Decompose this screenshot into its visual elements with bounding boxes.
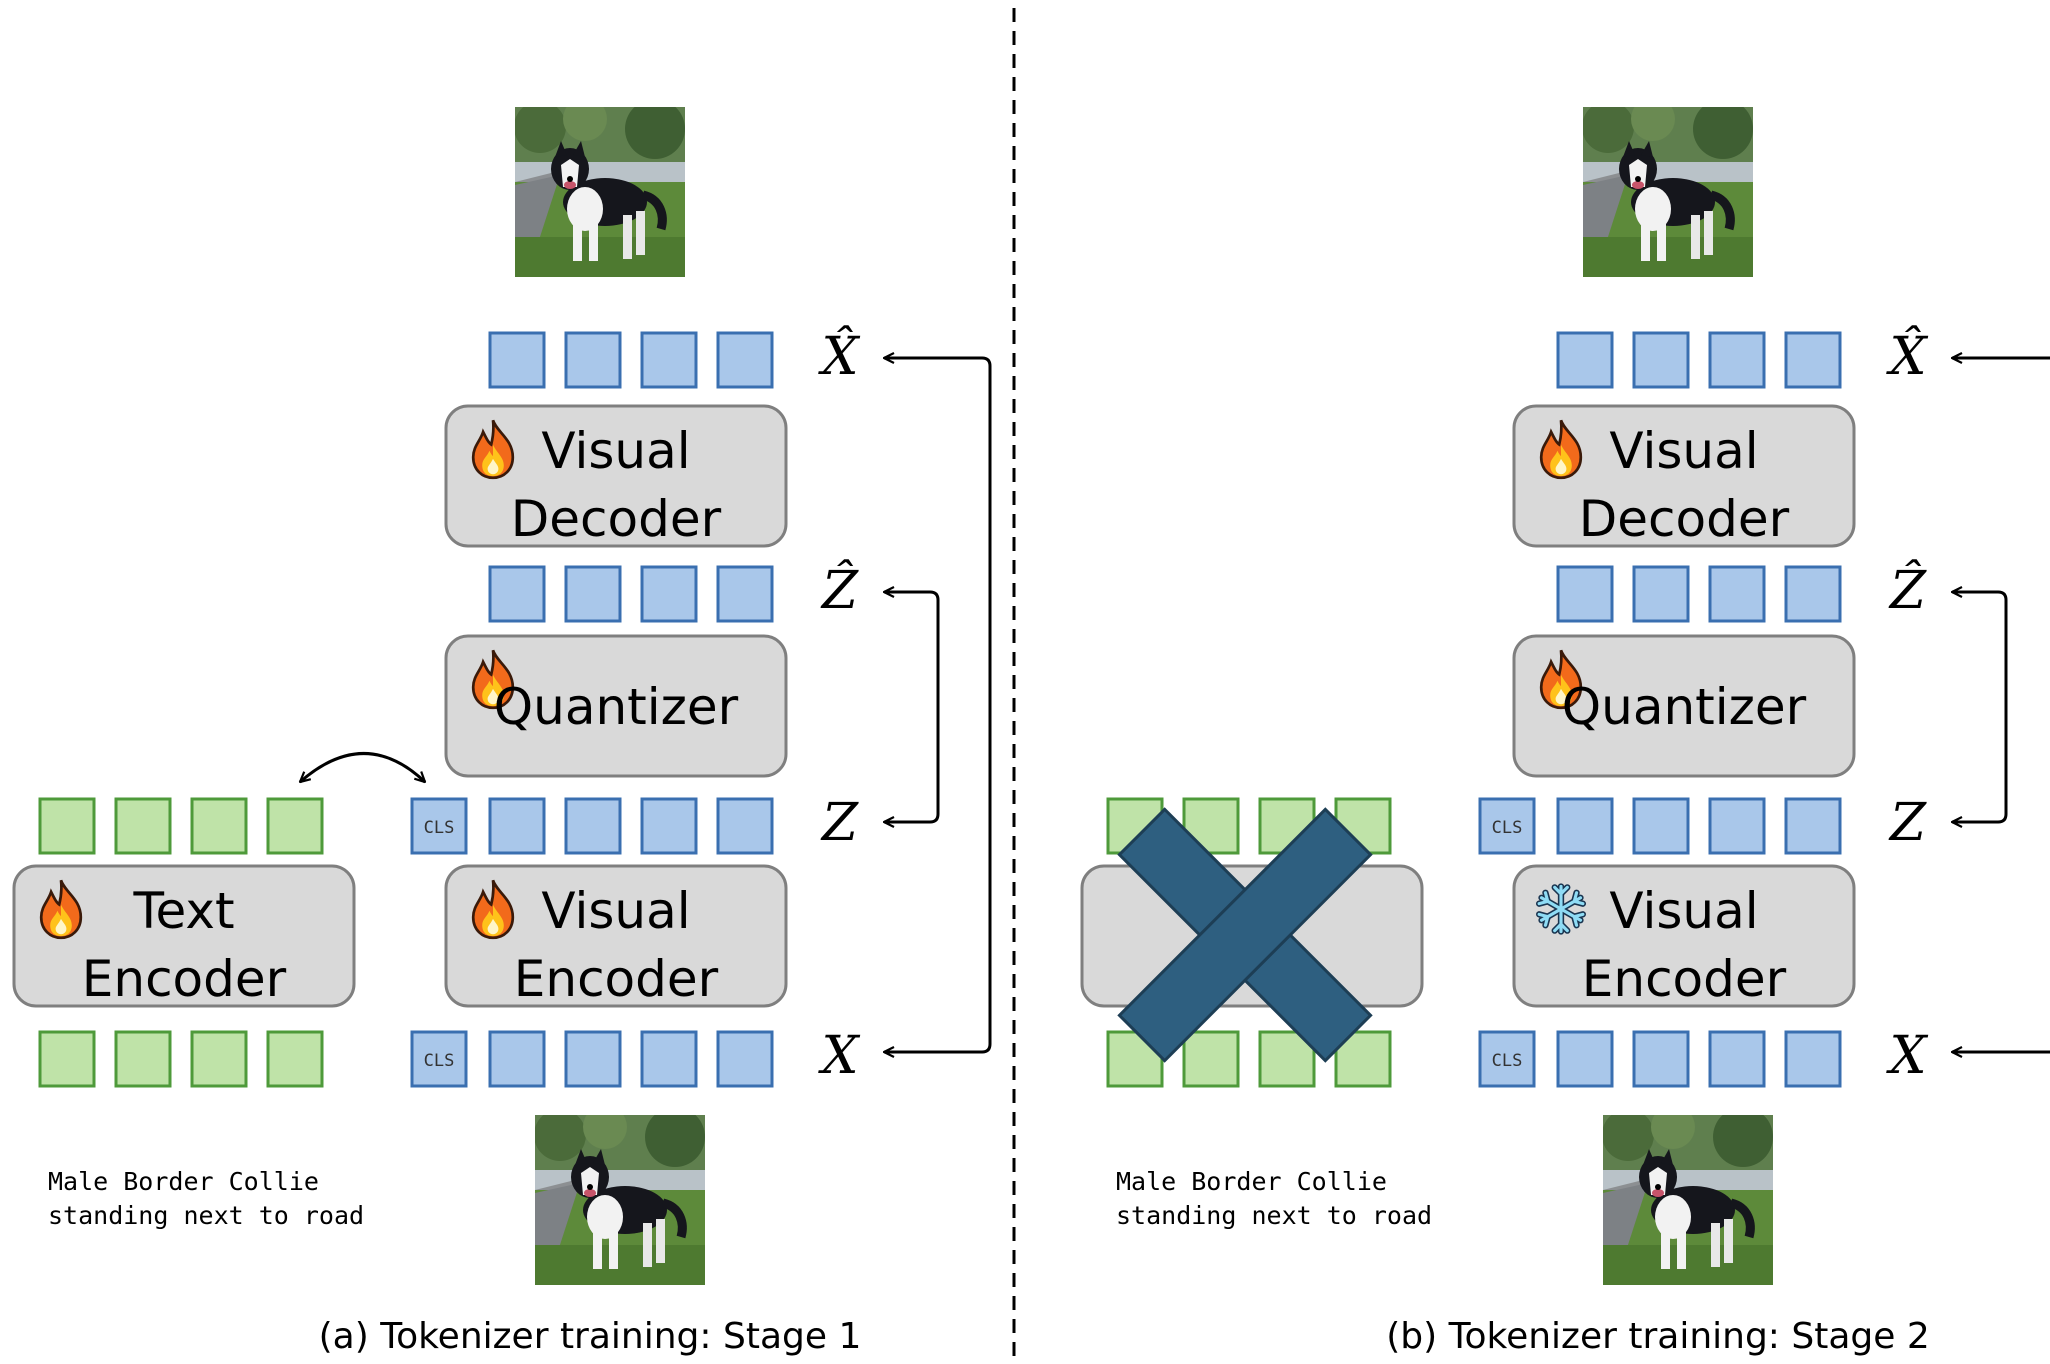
visual-token <box>564 565 622 623</box>
visual-token <box>1556 797 1614 855</box>
visual-decoder-block-label-line2: Decoder <box>511 490 722 548</box>
cross-bar-2 <box>1117 807 1373 1063</box>
visual-token <box>716 1030 774 1088</box>
visual-token <box>488 1030 546 1088</box>
visual-encoder-block <box>1512 864 1856 1008</box>
text-token <box>114 1030 172 1088</box>
quantization-arrow-z <box>884 592 940 824</box>
cross-mark-icon <box>1117 807 1373 1063</box>
visual-token <box>564 331 622 389</box>
text-token <box>266 1030 324 1088</box>
visual-decoder-block <box>444 404 788 548</box>
visual-token <box>488 797 546 855</box>
text-token <box>114 797 172 855</box>
label-z-hat: Ẑ <box>1888 559 1927 621</box>
label-x-hat: X̂ <box>1885 326 1928 387</box>
visual-token <box>640 565 698 623</box>
visual-decoder-block-label-line2: Decoder <box>1579 490 1790 548</box>
quantization-arrow-z <box>1952 592 2008 824</box>
visual-token <box>1708 797 1766 855</box>
panel-caption: (a) Tokenizer training: Stage 1 <box>319 1316 862 1357</box>
visual-token <box>1708 331 1766 389</box>
visual-token <box>1708 565 1766 623</box>
label-x: X <box>1885 1026 1928 1086</box>
quantizer-block <box>444 634 788 778</box>
panel-caption: (b) Tokenizer training: Stage 2 <box>1386 1316 1930 1357</box>
visual-token <box>1784 797 1842 855</box>
visual-token <box>488 565 546 623</box>
label-x-hat: X̂ <box>817 326 860 387</box>
dog-photo <box>534 1105 705 1285</box>
visual-encoder-block-label-line2: Encoder <box>514 950 719 1008</box>
quantizer-block-label: Quantizer <box>494 678 739 736</box>
visual-token <box>488 331 546 389</box>
visual-token <box>1556 565 1614 623</box>
label-z-hat: Ẑ <box>820 559 859 621</box>
text-input-line2: standing next to road <box>48 1201 364 1230</box>
visual-encoder-block <box>444 864 788 1008</box>
text-input-line2: standing next to road <box>1116 1201 1432 1230</box>
visual-decoder-block-label-line1: Visual <box>1609 422 1758 480</box>
label-z: Z <box>820 793 859 853</box>
visual-token <box>1556 1030 1614 1088</box>
visual-token <box>1632 565 1690 623</box>
cls-token-label: CLS <box>424 1051 455 1071</box>
cls-token <box>410 1030 468 1088</box>
visual-decoder-block <box>1512 404 1856 548</box>
text-encoder-block-label-line1: Text <box>132 882 234 940</box>
text-token <box>38 1030 96 1088</box>
visual-token <box>1632 331 1690 389</box>
dog-photo <box>514 97 685 277</box>
visual-token <box>1784 331 1842 389</box>
visual-token <box>640 1030 698 1088</box>
visual-token <box>640 797 698 855</box>
text-token <box>38 797 96 855</box>
visual-token <box>564 1030 622 1088</box>
visual-token <box>1632 797 1690 855</box>
visual-token <box>640 331 698 389</box>
visual-token <box>1708 1030 1766 1088</box>
cls-token <box>410 797 468 855</box>
dog-photo <box>1582 97 1753 277</box>
visual-decoder-block-label-line1: Visual <box>541 422 690 480</box>
cls-token <box>1478 797 1536 855</box>
text-token <box>1182 1030 1240 1088</box>
visual-encoder-block-label-line2: Encoder <box>1582 950 1787 1008</box>
quantizer-block <box>1512 634 1856 778</box>
visual-token <box>564 797 622 855</box>
text-token <box>1106 1030 1164 1088</box>
visual-token <box>716 797 774 855</box>
dog-photo <box>1602 1105 1773 1285</box>
text-token <box>266 797 324 855</box>
visual-encoder-block-label-line1: Visual <box>541 882 690 940</box>
text-input-line1: Male Border Collie <box>1116 1167 1387 1196</box>
reconstruction-arrow-x <box>1952 358 2050 1054</box>
label-z: Z <box>1888 793 1927 853</box>
visual-token <box>1632 1030 1690 1088</box>
contrastive-alignment-arrow <box>300 752 425 783</box>
quantizer-block-label: Quantizer <box>1562 678 1807 736</box>
text-encoder-block <box>12 864 356 1008</box>
text-token <box>190 797 248 855</box>
cls-token <box>1478 1030 1536 1088</box>
reconstruction-arrow-x <box>884 358 992 1054</box>
cls-token-label: CLS <box>1492 818 1523 838</box>
text-token <box>190 1030 248 1088</box>
visual-token <box>1556 331 1614 389</box>
text-encoder-block-label-line2: Encoder <box>82 950 287 1008</box>
visual-token <box>716 565 774 623</box>
cls-token-label: CLS <box>1492 1051 1523 1071</box>
visual-token <box>1784 1030 1842 1088</box>
cls-token-label: CLS <box>424 818 455 838</box>
visual-encoder-block-label-line1: Visual <box>1609 882 1758 940</box>
visual-token <box>716 331 774 389</box>
visual-token <box>1784 565 1842 623</box>
label-x: X <box>817 1026 860 1086</box>
text-input-line1: Male Border Collie <box>48 1167 319 1196</box>
